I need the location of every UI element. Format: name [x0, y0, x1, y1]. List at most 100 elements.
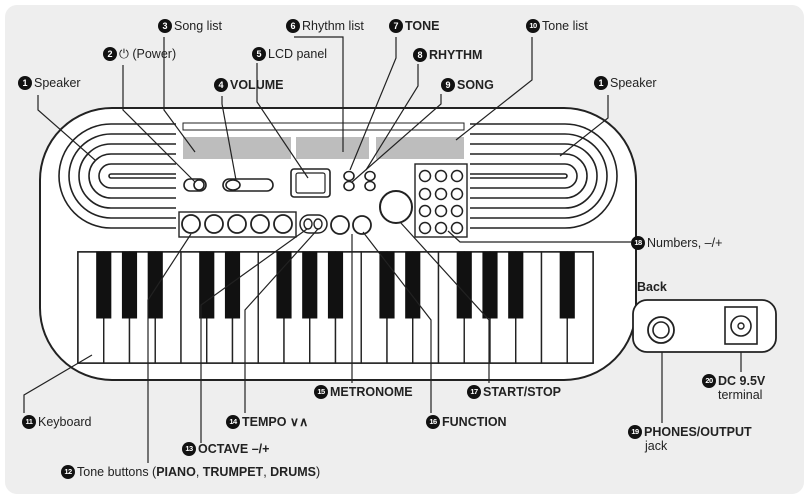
black-key: [224, 251, 241, 319]
black-key: [508, 251, 524, 319]
callout-speaker-right: 1 Speaker: [594, 76, 657, 90]
speaker-left: [58, 123, 176, 229]
callout-number: 13: [182, 442, 196, 456]
black-key: [405, 251, 421, 319]
callout-power: 2 ⏻ (Power): [103, 47, 176, 61]
number-pad-keys: [418, 169, 464, 235]
callout-label: METRONOME: [330, 384, 413, 399]
black-key: [379, 251, 395, 319]
leader-song-list: [163, 37, 196, 153]
tone-drums-label: DRUMS: [270, 464, 316, 479]
tone-piano-label: PIANO: [156, 464, 196, 479]
phones-jack-inner: [652, 321, 670, 339]
leader-speaker-left: [37, 95, 96, 161]
black-key: [559, 251, 575, 319]
leader-tone-buttons: [147, 233, 192, 463]
leader-song: [351, 94, 442, 183]
callout-label: LCD panel: [268, 46, 328, 61]
callout-label: Speaker: [610, 75, 657, 90]
callout-label: DC 9.5V: [718, 373, 766, 388]
octave-buttons: [303, 218, 323, 230]
callout-label: FUNCTION: [442, 414, 507, 429]
callout-number: 6: [286, 19, 300, 33]
black-key: [147, 251, 163, 319]
speaker-right: [470, 123, 618, 229]
callout-number: 1: [594, 76, 608, 90]
callout-number: 19: [628, 425, 642, 439]
black-key: [121, 251, 138, 319]
black-key: [96, 251, 112, 319]
leader-power: [122, 65, 196, 183]
callout-label: OCTAVE –/+: [198, 441, 270, 456]
callout-label: START/STOP: [483, 384, 562, 399]
callout-start-stop: 17 START/STOP: [467, 385, 561, 399]
separator: ,: [263, 464, 271, 479]
tone-list-strip: [376, 137, 464, 159]
callout-lcd-panel: 5 LCD panel: [252, 47, 327, 61]
callout-number: 12: [61, 465, 75, 479]
callout-label: Keyboard: [38, 414, 92, 429]
dc-terminal-inner: [737, 322, 745, 330]
callout-keyboard: 11 Keyboard: [22, 415, 92, 429]
callout-number: 15: [314, 385, 328, 399]
leader-lines: [23, 36, 742, 463]
callout-number: 14: [226, 415, 240, 429]
leader-tone-list: [455, 37, 533, 141]
tone-buttons: [181, 214, 293, 234]
volume-slider-knob: [225, 179, 241, 191]
callout-number: 11: [22, 415, 36, 429]
black-key: [482, 251, 498, 319]
leader-rhythm: [365, 64, 419, 171]
black-key: [456, 251, 472, 319]
black-key: [199, 251, 215, 319]
lcd-inner: [295, 172, 326, 194]
callout-number: 1: [18, 76, 32, 90]
callout-number: 7: [389, 19, 403, 33]
callout-numbers: 18 Numbers, –/+: [631, 236, 722, 250]
callout-number: 5: [252, 47, 266, 61]
callout-song-list: 3 Song list: [158, 19, 222, 33]
dc-sub-label: terminal: [718, 388, 763, 402]
callout-label: SONG: [457, 77, 494, 92]
start-stop-button: [379, 190, 413, 224]
callout-label: Tone list: [542, 18, 588, 33]
callout-number: 10: [526, 19, 540, 33]
leader-tempo: [244, 228, 319, 413]
leader-rhythm-list: [294, 36, 344, 152]
callout-number: 2: [103, 47, 117, 61]
callout-label: Numbers, –/+: [647, 235, 723, 250]
callout-number: 4: [214, 78, 228, 92]
back-panel-title: Back: [637, 281, 667, 294]
callout-number: 18: [631, 236, 645, 250]
leader-volume: [221, 96, 237, 181]
callout-metronome: 15 METRONOME: [314, 385, 413, 399]
callout-tone-list: 10 Tone list: [526, 19, 588, 33]
leader-start-stop: [399, 221, 490, 383]
callout-number: 8: [413, 48, 427, 62]
leader-speaker-right: [559, 95, 609, 157]
callout-number: 3: [158, 19, 172, 33]
leader-keyboard: [23, 354, 93, 413]
callout-label: Song list: [174, 18, 222, 33]
callout-label: TEMPO ∨∧: [242, 414, 309, 429]
callout-label: ⏻ (Power): [119, 46, 177, 61]
back-title-text: Back: [637, 280, 667, 294]
callout-label: RHYTHM: [429, 47, 483, 62]
callout-number: 20: [702, 374, 716, 388]
mode-buttons: [343, 170, 376, 192]
callout-rhythm: 8 RHYTHM: [413, 48, 482, 62]
black-key: [302, 251, 318, 319]
leader-tone: [349, 37, 397, 171]
callout-song: 9 SONG: [441, 78, 494, 92]
leader-numbers: [447, 230, 631, 243]
power-switch-knob: [193, 179, 205, 191]
callout-label: PHONES/OUTPUT: [644, 424, 752, 439]
black-key: [276, 251, 292, 319]
callout-number: 9: [441, 78, 455, 92]
callout-label: Speaker: [34, 75, 81, 90]
song-list-strip: [183, 137, 291, 159]
callout-tempo: 14 TEMPO ∨∧: [226, 415, 308, 429]
callout-tone-buttons: 12 Tone buttons (PIANO, TRUMPET, DRUMS): [61, 465, 320, 479]
callout-number: 16: [426, 415, 440, 429]
